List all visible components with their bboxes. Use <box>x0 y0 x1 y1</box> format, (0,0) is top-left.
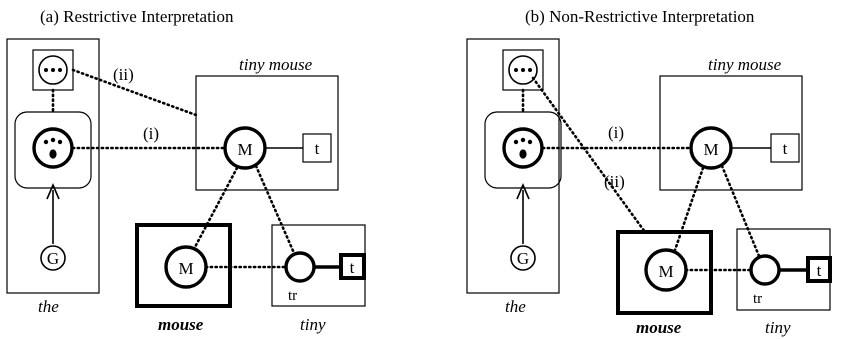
hearer-box <box>484 111 562 189</box>
label-the: the <box>38 297 59 316</box>
hearer-face-icon <box>32 127 74 169</box>
hearer-eye-2 <box>520 137 526 143</box>
referent-circle-small <box>38 55 68 85</box>
node-g-circle <box>510 245 536 271</box>
link-ii-label: (ii) <box>604 172 625 191</box>
panel-b-title: (b) Non-Restrictive Interpretation <box>525 7 755 26</box>
node-t-bottom-label: t <box>817 261 822 280</box>
hearer-eye-3 <box>57 139 63 145</box>
link-i-label: (i) <box>608 123 624 142</box>
hearer-face-icon <box>502 127 544 169</box>
referent-dot-1 <box>44 68 48 72</box>
the-frame <box>466 38 560 294</box>
mouse-frame <box>616 230 713 315</box>
referent-dot-3 <box>58 68 62 72</box>
hearer-mouth <box>519 149 527 159</box>
link-ii <box>531 76 647 234</box>
referent-circle-small <box>508 55 538 85</box>
link-m-top-to-m-bottom <box>193 166 239 249</box>
link-m-top-to-m-bottom <box>673 166 705 252</box>
node-g-label: G <box>47 249 59 268</box>
node-t-bottom-box <box>339 253 366 280</box>
arrow-head-up <box>516 182 530 200</box>
label-tiny: tiny <box>765 318 791 337</box>
node-m-top-label: M <box>237 140 252 159</box>
node-t-top-label: t <box>783 139 788 158</box>
hearer-box <box>14 111 92 189</box>
arrow-head-up <box>46 182 60 200</box>
node-t-bottom-label: t <box>350 258 355 277</box>
label-mouse: mouse <box>158 315 204 334</box>
node-t-top-label: t <box>315 139 320 158</box>
tiny-mouse-frame <box>659 75 803 191</box>
node-t-top-box <box>302 133 332 163</box>
link-i-label: (i) <box>143 124 159 143</box>
hearer-eye-1 <box>43 139 49 145</box>
label-tr: tr <box>288 288 297 304</box>
node-tr-circle <box>749 254 781 286</box>
link-m-top-to-tr <box>254 164 296 255</box>
mouse-frame <box>135 223 232 308</box>
label-mouse: mouse <box>636 318 682 337</box>
node-m-bottom-label: M <box>178 259 193 278</box>
node-t-top-box <box>770 133 800 163</box>
label-tiny-mouse: tiny mouse <box>239 55 313 74</box>
panel-a-title: (a) Restrictive Interpretation <box>40 7 234 26</box>
label-tiny-mouse: tiny mouse <box>708 55 782 74</box>
node-t-bottom-box <box>806 256 832 283</box>
referent-dot-2 <box>51 68 55 72</box>
referent-dot-3 <box>528 68 532 72</box>
node-g-label: G <box>517 249 529 268</box>
the-frame <box>6 38 100 294</box>
panel-a: (a) Restrictive Interpretation G the tin… <box>6 7 366 334</box>
link-m-top-to-tr <box>720 164 761 258</box>
panel-b: (b) Non-Restrictive Interpretation G the… <box>466 7 832 337</box>
tiny-mouse-frame <box>195 75 339 191</box>
node-g-circle <box>40 245 66 271</box>
hearer-eye-2 <box>50 137 56 143</box>
node-tr-circle <box>284 251 316 283</box>
link-ii <box>71 68 198 117</box>
node-m-bottom-label: M <box>658 262 673 281</box>
hearer-eye-3 <box>527 139 533 145</box>
label-the: the <box>505 297 526 316</box>
link-ii-label: (ii) <box>113 65 134 84</box>
hearer-mouth <box>49 149 57 159</box>
label-tr: tr <box>753 291 762 307</box>
node-m-top-label: M <box>703 140 718 159</box>
referent-dot-2 <box>521 68 525 72</box>
label-tiny: tiny <box>300 315 326 334</box>
referent-dot-1 <box>514 68 518 72</box>
hearer-eye-1 <box>513 139 519 145</box>
